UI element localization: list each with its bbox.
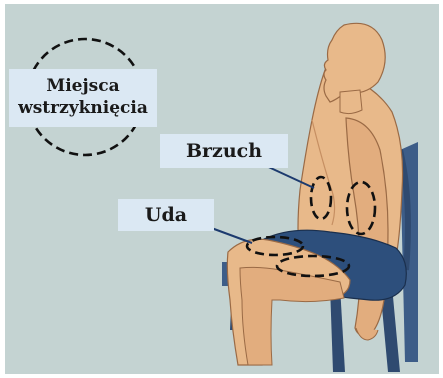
thighs-label: Uda xyxy=(118,199,214,231)
abdomen-label: Brzuch xyxy=(160,134,288,168)
injection-sites-label-line2: wstrzyknięcia xyxy=(9,97,157,119)
injection-sites-label: Miejsca wstrzyknięcia xyxy=(9,69,157,127)
injection-sites-label-line1: Miejsca xyxy=(9,75,157,97)
